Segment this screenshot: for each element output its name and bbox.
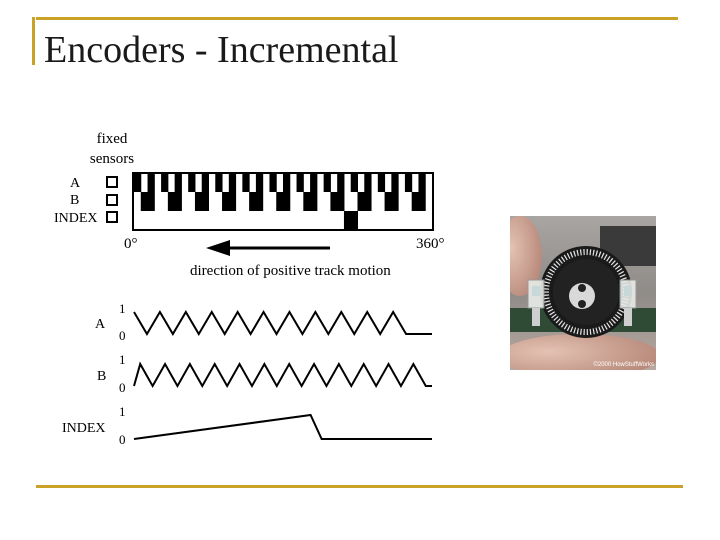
wave-a-high-label: 1 — [119, 301, 126, 316]
track-a-segment — [228, 174, 237, 192]
angle-end-label: 360° — [416, 236, 445, 252]
wave-b-name: B — [97, 369, 106, 384]
track-b-segment — [310, 192, 318, 211]
track-a-segment — [310, 174, 318, 192]
track-a-segment — [188, 174, 196, 192]
sensor-label-a: A — [70, 176, 81, 191]
fixed-sensors-label-2: sensors — [90, 151, 134, 167]
track-b-segment — [283, 192, 291, 211]
track-a-segment — [337, 174, 345, 192]
track-a-segment — [283, 174, 291, 192]
track-index-segment — [350, 211, 358, 229]
sensor-right-lens — [624, 286, 632, 296]
track-b-segment — [228, 192, 237, 211]
waveform-b — [133, 361, 432, 389]
wave-index-name: INDEX — [62, 421, 106, 436]
finger-left — [510, 216, 542, 296]
track-b-segment — [140, 192, 149, 211]
track-a-segment — [418, 174, 426, 192]
top-accent-line — [36, 17, 678, 20]
sensor-label-index: INDEX — [54, 211, 98, 226]
direction-caption: direction of positive track motion — [190, 263, 391, 279]
track-b-segment — [418, 192, 426, 211]
encoder-photo: ©2000 HowStuffWorks — [510, 216, 656, 370]
sensor-box-index — [106, 211, 118, 223]
track-b-segment — [330, 192, 338, 211]
track-b-segment — [147, 192, 155, 211]
track-b-segment — [391, 192, 399, 211]
track-a-segment — [242, 174, 250, 192]
wave-a-name: A — [95, 317, 106, 332]
track-b-segment — [222, 192, 230, 211]
track-b-segment — [194, 192, 203, 211]
track-b-segment — [255, 192, 264, 211]
track-b-segment — [276, 192, 284, 211]
wave-index-low-label: 0 — [119, 432, 126, 447]
track-b-segment — [384, 192, 392, 211]
hub-hole-1 — [578, 284, 586, 292]
slide-title: Encoders - Incremental — [44, 29, 399, 71]
track-index-segment — [343, 211, 352, 229]
fixed-sensors-label-1: fixed — [97, 131, 128, 147]
track-a-segment — [255, 174, 264, 192]
track-a-segment — [323, 174, 331, 192]
finger-bottom — [510, 334, 656, 370]
track-a-segment — [296, 174, 304, 192]
angle-start-label: 0° — [124, 236, 138, 252]
track-b-segment — [174, 192, 182, 211]
sensor-box-b — [106, 194, 118, 206]
wave-b-high-label: 1 — [119, 352, 126, 367]
track-a-segment — [201, 174, 209, 192]
track-b-segment — [201, 192, 209, 211]
track-b-segment — [411, 192, 419, 211]
waveform-a — [133, 310, 432, 336]
track-a-segment — [161, 174, 169, 192]
direction-arrow-head — [206, 240, 230, 256]
track-a-segment — [134, 174, 142, 192]
wave-a-low-label: 0 — [119, 328, 126, 343]
hub-hole-2 — [578, 300, 586, 308]
sensor-label-b: B — [70, 193, 79, 208]
track-b-segment — [167, 192, 176, 211]
track-a-segment — [377, 174, 386, 192]
track-b-segment — [303, 192, 311, 211]
track-a-segment — [391, 174, 399, 192]
wave-b-low-label: 0 — [119, 380, 126, 395]
track-b-segment — [337, 192, 345, 211]
sensor-box-a — [106, 176, 118, 188]
encoder-track — [134, 174, 426, 229]
track-a-segment — [215, 174, 223, 192]
track-outline — [132, 172, 434, 231]
hub — [569, 283, 595, 309]
sensor-left-leads — [532, 308, 540, 326]
track-a-segment — [350, 174, 358, 192]
track-a-segment — [269, 174, 277, 192]
track-a-segment — [174, 174, 182, 192]
track-b-segment — [364, 192, 372, 211]
sensor-left-lens — [532, 286, 540, 296]
wave-index-high-label: 1 — [119, 404, 126, 419]
track-b-segment — [249, 192, 257, 211]
photo-copyright: ©2000 HowStuffWorks — [593, 361, 654, 368]
track-a-segment — [364, 174, 372, 192]
track-a-segment — [147, 174, 155, 192]
track-b-segment — [357, 192, 365, 211]
track-a-segment — [404, 174, 413, 192]
waveform-index — [133, 413, 432, 440]
bottom-accent-line — [36, 485, 683, 488]
sensor-right-leads — [624, 308, 632, 326]
left-accent-line — [32, 17, 35, 65]
